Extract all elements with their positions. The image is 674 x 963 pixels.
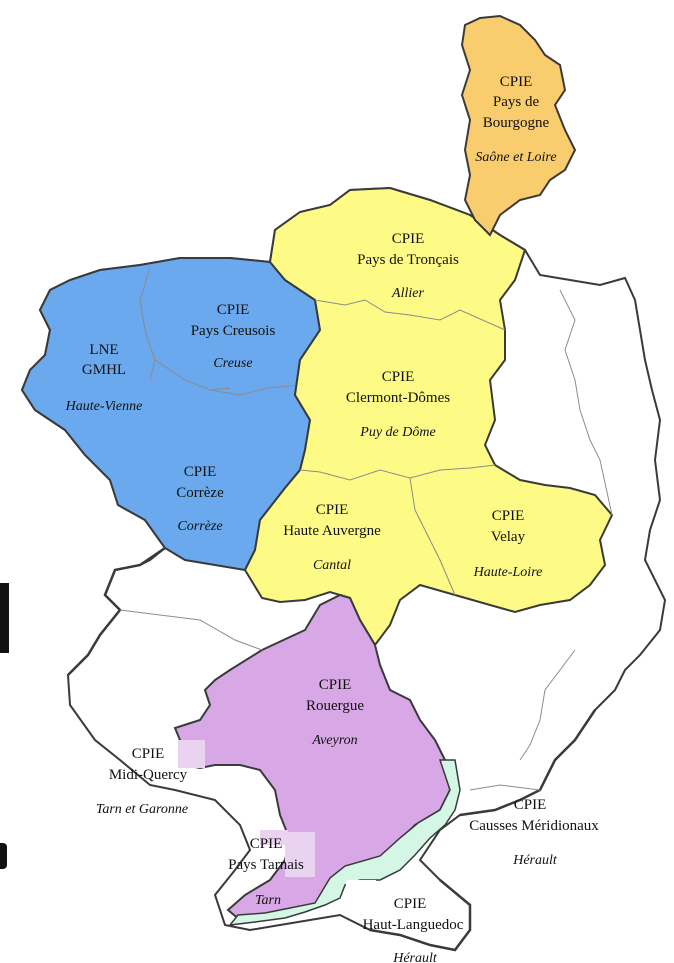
region-auvergne: [243, 186, 614, 647]
tarn-overlay-small: [260, 830, 288, 845]
tarnais-dept: Tarn: [255, 893, 281, 908]
haut-languedoc-dept: Hérault: [392, 951, 438, 963]
haute-auvergne-dept: Cantal: [313, 558, 351, 573]
cropped-edge-mark-small: [0, 843, 7, 869]
creusois-dept: Creuse: [213, 356, 252, 371]
midi-quercy-overlay: [178, 740, 205, 768]
auvergne-internal-borders: [299, 299, 506, 596]
limousin-internal-borders: [139, 267, 301, 396]
tarn-overlay: [285, 832, 315, 877]
haute-auvergne-label-1: CPIE: [316, 502, 349, 518]
correze-label-1: CPIE: [184, 464, 217, 480]
troncais-label-1: CPIE: [392, 231, 425, 247]
midi-quercy-label-2: Midi-Quercy: [109, 767, 188, 783]
bourgogne-dept: Saône et Loire: [475, 150, 556, 165]
midi-quercy-dept: Tarn et Garonne: [96, 802, 188, 817]
tarnais-label-2: Pays Tarnais: [228, 857, 304, 873]
correze-label-2: Corrèze: [176, 485, 224, 501]
causses-label-1: CPIE: [514, 797, 547, 813]
cropped-edge-mark-bar: [0, 583, 9, 653]
lne-label-1: LNE: [89, 342, 118, 358]
white-zone-internal-borders: [119, 289, 613, 791]
rouergue-label-2: Rouergue: [306, 698, 364, 714]
lne-dept: Haute-Vienne: [65, 399, 143, 414]
bourgogne-label-2: Pays de: [493, 94, 540, 110]
rouergue-dept: Aveyron: [311, 733, 357, 748]
tarnais-label-1: CPIE: [250, 836, 283, 852]
troncais-label-2: Pays de Tronçais: [357, 252, 459, 268]
correze-dept: Corrèze: [177, 519, 222, 534]
haut-languedoc-patch: [346, 880, 376, 898]
region-bourgogne: [460, 14, 577, 237]
haut-languedoc-label-2: Haut-Languedoc: [363, 917, 464, 933]
haut-languedoc-label-1: CPIE: [394, 896, 427, 912]
clermont-dept: Puy de Dôme: [359, 425, 435, 440]
troncais-dept: Allier: [391, 286, 424, 301]
clermont-label-1: CPIE: [382, 369, 415, 385]
creusois-label-1: CPIE: [217, 302, 250, 318]
rouergue-label-1: CPIE: [319, 677, 352, 693]
midi-quercy-label-1: CPIE: [132, 746, 165, 762]
causses-label-2: Causses Méridionaux: [469, 818, 599, 834]
causses-dept: Hérault: [512, 853, 558, 868]
region-haut-languedoc: [228, 759, 461, 926]
haute-auvergne-label-2: Haute Auvergne: [283, 523, 381, 539]
velay-dept: Haute-Loire: [473, 565, 543, 580]
creusois-label-2: Pays Creusois: [191, 323, 276, 339]
velay-label-2: Velay: [491, 529, 526, 545]
velay-label-1: CPIE: [492, 508, 525, 524]
bourgogne-label-1: CPIE: [500, 74, 533, 90]
bourgogne-label-3: Bourgogne: [483, 115, 550, 131]
lne-label-2: GMHL: [82, 362, 126, 378]
clermont-label-2: Clermont-Dômes: [346, 390, 450, 406]
